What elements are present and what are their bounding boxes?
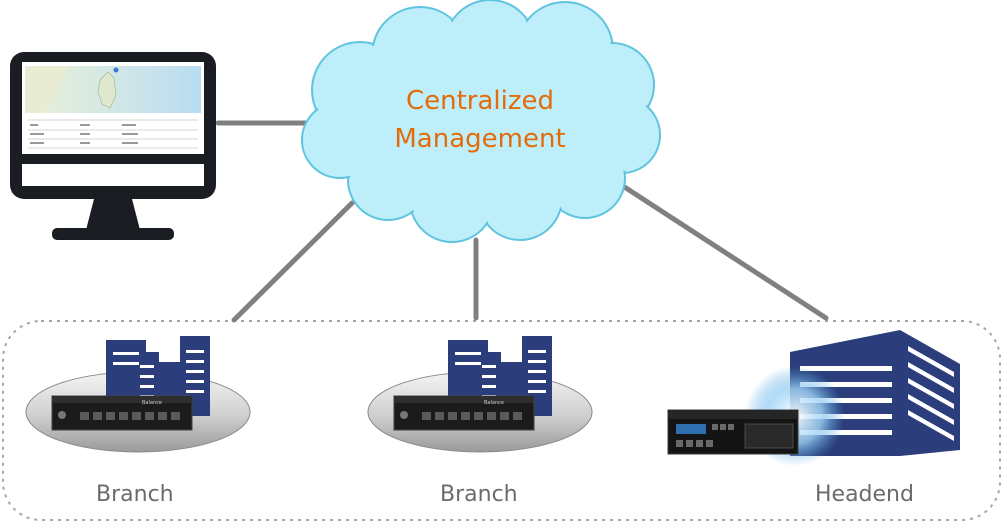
branch-site-1: Balance xyxy=(25,336,251,453)
router-brand: Balance xyxy=(484,400,504,406)
headend-site xyxy=(667,330,960,466)
connector-cloud-branch-1 xyxy=(231,200,355,323)
router-brand: Balance xyxy=(142,400,162,406)
connectors xyxy=(215,120,829,323)
sites-group-border xyxy=(2,320,1001,521)
cloud-title-line-2: Management xyxy=(394,124,566,154)
rack-appliance-icon xyxy=(667,409,799,455)
router-icon: Balance xyxy=(393,395,535,431)
router-icon: Balance xyxy=(51,395,193,431)
connector-cloud-headend xyxy=(603,172,829,321)
site-label-headend: Headend xyxy=(815,482,914,507)
monitor-icon xyxy=(10,52,216,240)
site-label-branch-2: Branch xyxy=(440,482,518,507)
site-label-branch-1: Branch xyxy=(96,482,174,507)
cloud-title-line-1: Centralized xyxy=(405,86,555,116)
branch-site-2: Balance xyxy=(367,336,593,453)
